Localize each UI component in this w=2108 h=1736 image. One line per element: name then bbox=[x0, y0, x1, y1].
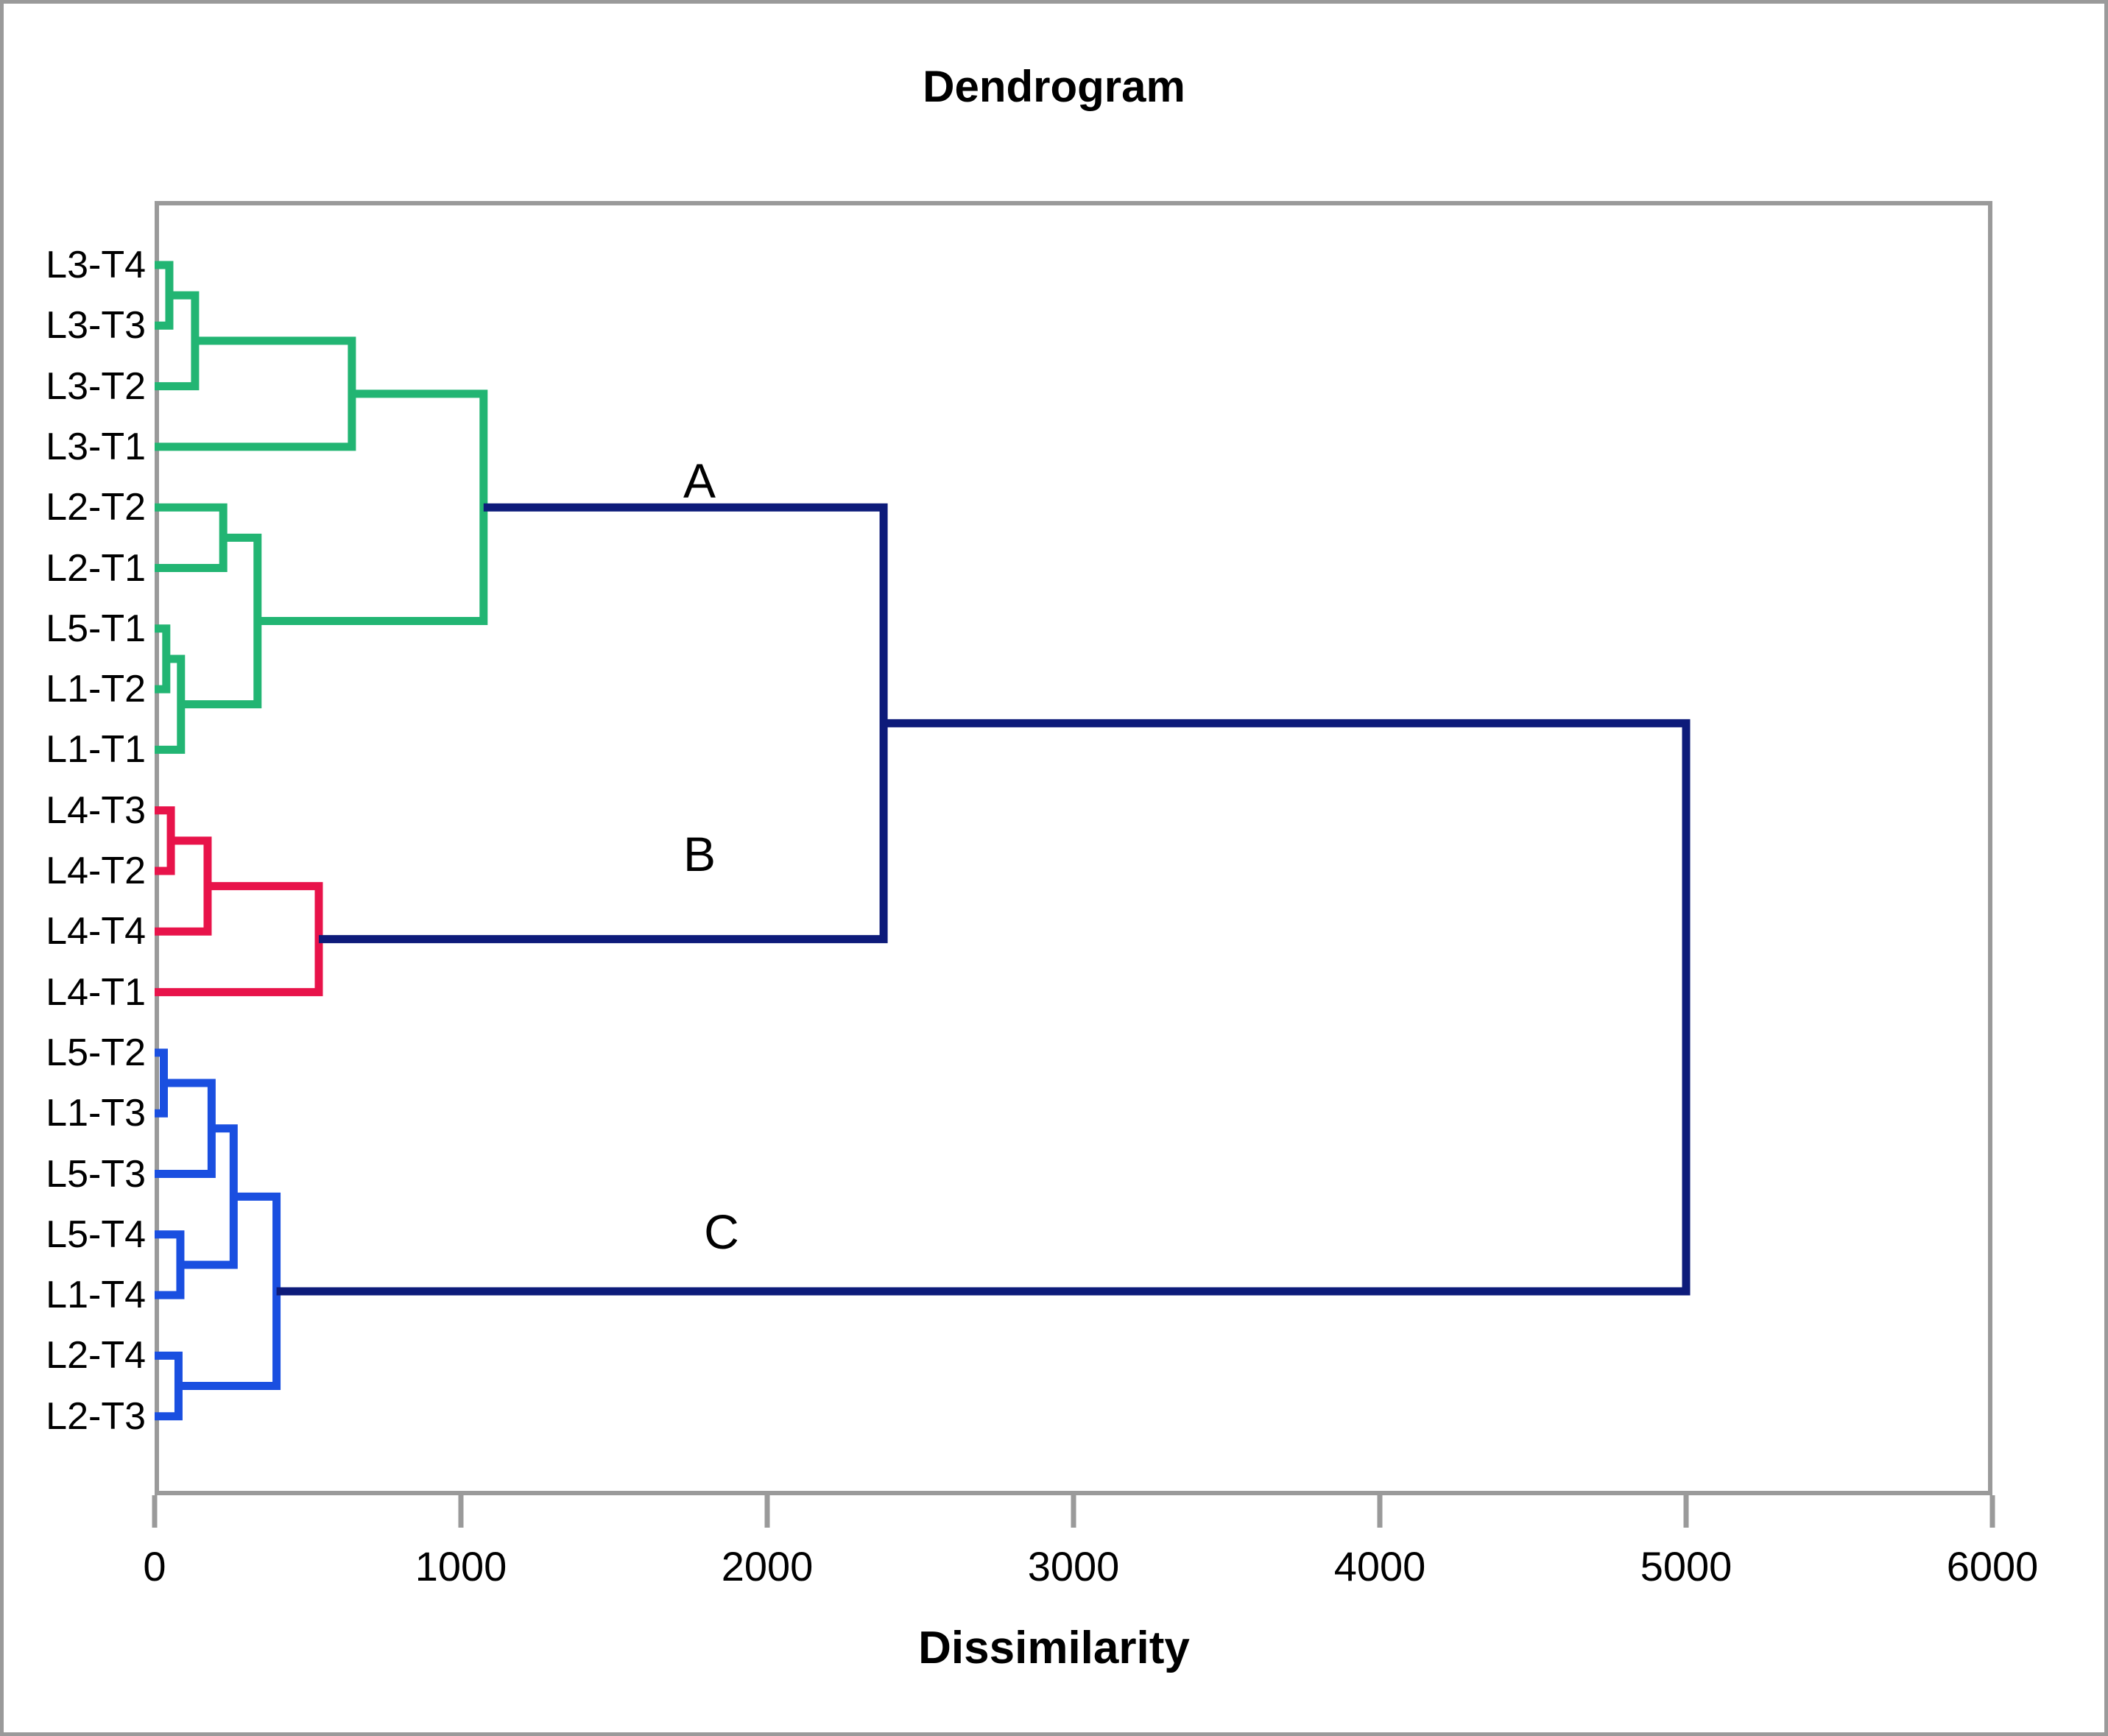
leaf-label-l2-t2: L2-T2 bbox=[46, 486, 146, 529]
leaf-label-l2-t1: L2-T1 bbox=[46, 546, 146, 590]
axis-tick-label-2000: 2000 bbox=[721, 1543, 814, 1589]
cluster-label-a: A bbox=[683, 454, 716, 508]
leaf-label-l4-t4: L4-T4 bbox=[46, 910, 146, 953]
cluster-label-c: C bbox=[704, 1204, 739, 1259]
leaf-label-l5-t2: L5-T2 bbox=[46, 1031, 146, 1074]
leaf-label-l2-t3: L2-T3 bbox=[46, 1394, 146, 1438]
axis-tick-label-5000: 5000 bbox=[1640, 1543, 1732, 1589]
x-axis-title: Dissimilarity bbox=[918, 1623, 1190, 1673]
page-title: Dendrogram bbox=[923, 62, 1185, 111]
leaf-label-l5-t3: L5-T3 bbox=[46, 1152, 146, 1196]
axis-tick-label-1000: 1000 bbox=[415, 1543, 507, 1589]
leaf-label-l1-t2: L1-T2 bbox=[46, 668, 146, 711]
leaf-label-l3-t2: L3-T2 bbox=[46, 364, 146, 408]
plot-area bbox=[155, 201, 1992, 1495]
leaf-label-l4-t1: L4-T1 bbox=[46, 970, 146, 1014]
leaf-label-l1-t3: L1-T3 bbox=[46, 1092, 146, 1135]
axis-tick-label-0: 0 bbox=[143, 1543, 166, 1589]
leaf-label-l3-t1: L3-T1 bbox=[46, 425, 146, 468]
leaf-label-l1-t4: L1-T4 bbox=[46, 1274, 146, 1317]
axis-tick-label-4000: 4000 bbox=[1333, 1543, 1426, 1589]
leaf-label-l5-t4: L5-T4 bbox=[46, 1213, 146, 1256]
leaf-label-l5-t1: L5-T1 bbox=[46, 607, 146, 650]
axis-tick-marks bbox=[152, 1495, 1995, 1528]
axis-tick-label-3000: 3000 bbox=[1027, 1543, 1120, 1589]
axis-tick-label-6000: 6000 bbox=[1946, 1543, 2039, 1589]
cluster-label-b: B bbox=[683, 827, 716, 881]
leaf-label-l3-t3: L3-T3 bbox=[46, 304, 146, 347]
leaf-label-l2-t4: L2-T4 bbox=[46, 1334, 146, 1377]
leaf-label-l1-t1: L1-T1 bbox=[46, 728, 146, 772]
leaf-label-l4-t3: L4-T3 bbox=[46, 788, 146, 832]
leaf-label-l3-t4: L3-T4 bbox=[46, 244, 146, 286]
leaf-label-l4-t2: L4-T2 bbox=[46, 850, 146, 892]
